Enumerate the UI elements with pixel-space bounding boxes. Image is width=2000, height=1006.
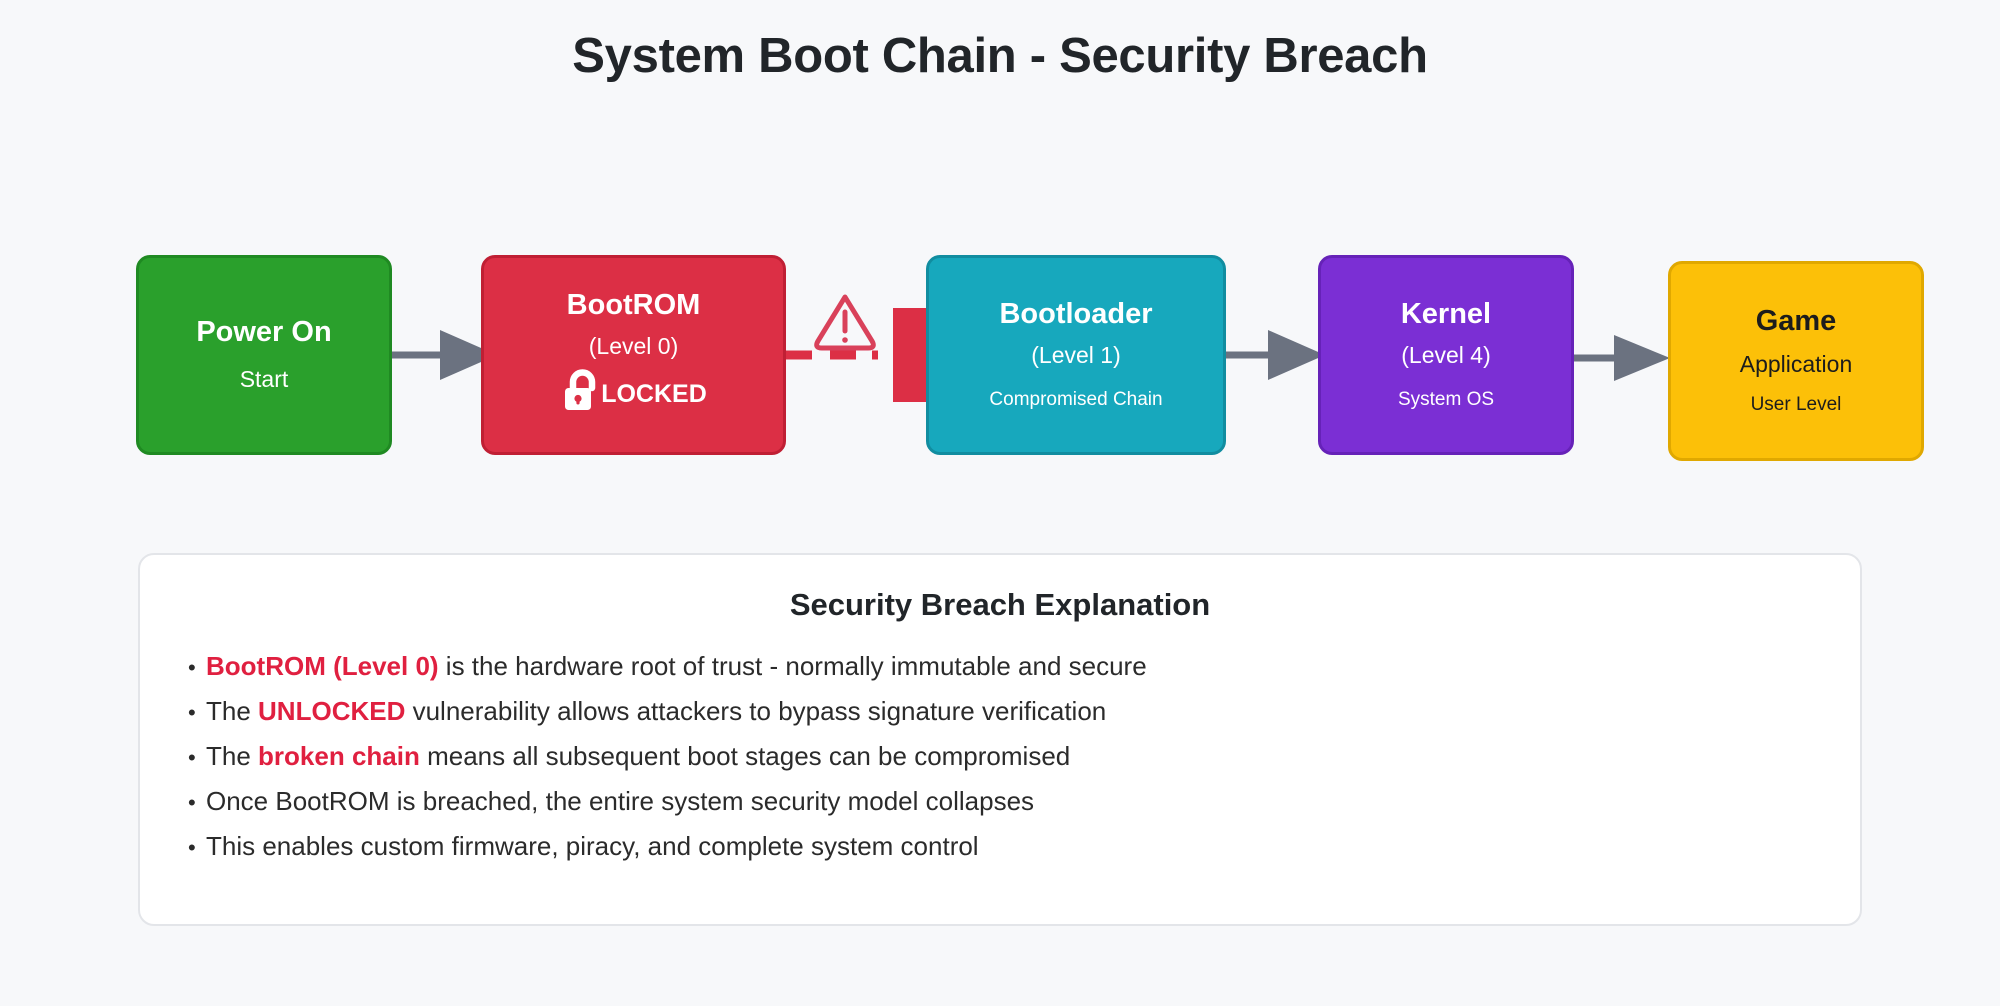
- node-subtitle: (Level 1): [1031, 341, 1121, 368]
- node-subtitle: Application: [1739, 350, 1853, 377]
- bullet-marker: •: [188, 655, 196, 680]
- node-title: Bootloader: [999, 297, 1153, 330]
- locked-badge: LOCKED: [560, 369, 707, 420]
- explanation-bullet: • The UNLOCKED vulnerability allows attac…: [188, 698, 1860, 724]
- bullet-marker: •: [188, 790, 196, 815]
- node-title: Power On: [196, 316, 332, 349]
- bullet-marker: •: [188, 700, 196, 725]
- explanation-bullet: • This enables custom firmware, piracy, a…: [188, 833, 1860, 859]
- node-status: User Level: [1750, 394, 1842, 416]
- chain-node-kernel[interactable]: Kernel (Level 4) System OS: [1318, 255, 1574, 455]
- boot-chain: Power On Start BootROM (Level 0) LOCKED: [0, 255, 2000, 465]
- node-status: System OS: [1397, 389, 1495, 411]
- bullet-text: Once BootROM is breached, the entire sys…: [206, 786, 1035, 816]
- explanation-bullet: • The broken chain means all subsequent b…: [188, 743, 1860, 769]
- chain-node-bootrom[interactable]: BootROM (Level 0) LOCKED: [481, 255, 786, 455]
- node-subtitle: (Level 4): [1401, 341, 1491, 368]
- bullet-text: The UNLOCKED vulnerability allows attack…: [206, 696, 1107, 726]
- locked-label: LOCKED: [601, 380, 707, 409]
- explanation-bullet: • BootROM (Level 0) is the hardware root …: [188, 653, 1860, 679]
- node-status: Compromised Chain: [989, 389, 1163, 411]
- explanation-title: Security Breach Explanation: [789, 587, 1211, 622]
- unlocked-padlock-icon: [560, 369, 600, 420]
- node-subtitle: Start: [239, 366, 289, 393]
- bullet-text: This enables custom firmware, piracy, an…: [206, 831, 979, 861]
- chain-node-game[interactable]: Game Application User Level: [1668, 261, 1924, 461]
- bullet-text: The broken chain means all subsequent bo…: [206, 741, 1071, 771]
- bullet-text: BootROM (Level 0) is the hardware root o…: [206, 651, 1147, 681]
- page-title: System Boot Chain - Security Breach: [572, 29, 1428, 83]
- explanation-panel: Security Breach Explanation • BootROM (Le…: [138, 553, 1862, 926]
- bullet-marker: •: [188, 835, 196, 860]
- explanation-list: • BootROM (Level 0) is the hardware root …: [140, 653, 1860, 859]
- explanation-bullet: • Once BootROM is breached, the entire sy…: [188, 788, 1860, 814]
- chain-node-bootloader[interactable]: Bootloader (Level 1) Compromised Chain: [926, 255, 1226, 455]
- node-title: Game: [1755, 304, 1837, 337]
- node-title: BootROM: [566, 288, 701, 321]
- chain-node-power-on[interactable]: Power On Start: [136, 255, 392, 455]
- node-title: Kernel: [1400, 297, 1492, 330]
- bullet-marker: •: [188, 745, 196, 770]
- node-subtitle: (Level 0): [588, 332, 679, 359]
